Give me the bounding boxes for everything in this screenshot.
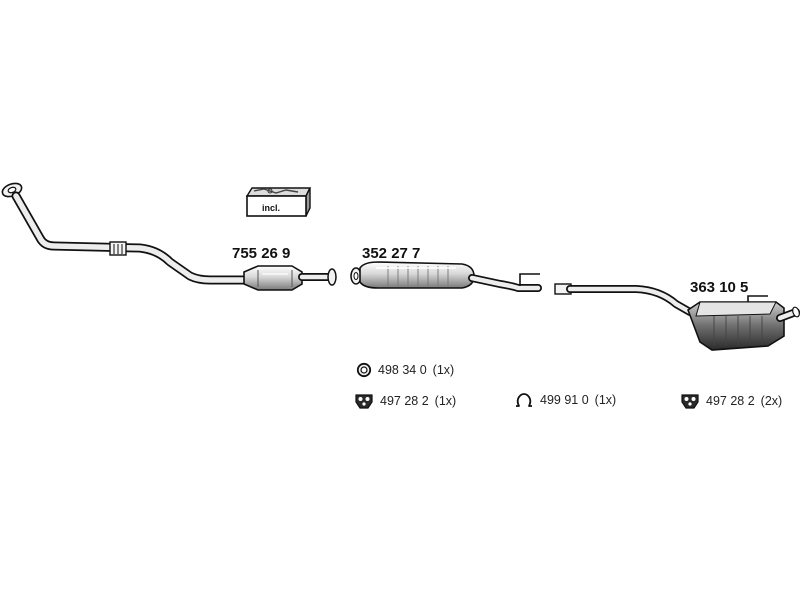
ring-gasket-icon xyxy=(356,362,372,378)
rubber-mount-icon xyxy=(355,394,373,409)
accessory-qty: (2x) xyxy=(760,394,783,408)
kit-incl-label: incl. xyxy=(261,203,280,213)
front-pipe-part[interactable] xyxy=(1,181,337,291)
accessory-number: 498 34 0 xyxy=(378,363,427,377)
accessory-number: 497 28 2 xyxy=(706,394,755,408)
rear-silencer-part-number[interactable]: 363 10 5 xyxy=(690,279,749,296)
accessory-ring-gasket[interactable]: 498 34 0 (1x) xyxy=(356,362,454,378)
center-silencer-part-number[interactable]: 352 27 7 xyxy=(362,245,421,262)
mounting-kit-box xyxy=(245,187,312,217)
center-silencer-part[interactable] xyxy=(350,261,542,292)
rear-silencer-part[interactable] xyxy=(554,283,800,351)
accessory-number: 499 91 0 xyxy=(540,393,589,407)
accessory-number: 497 28 2 xyxy=(380,394,429,408)
front-pipe-part-number[interactable]: 755 26 9 xyxy=(232,245,291,262)
omega-hanger-icon xyxy=(516,393,532,407)
accessory-qty: (1x) xyxy=(434,394,457,408)
accessory-qty: (1x) xyxy=(432,363,455,377)
accessory-omega-hanger[interactable]: 499 91 0 (1x) xyxy=(514,392,616,408)
accessory-qty: (1x) xyxy=(594,393,617,407)
accessory-rubber-mount[interactable]: 497 28 2 (2x) xyxy=(680,392,782,410)
rubber-mount-icon xyxy=(681,394,699,409)
accessory-rubber-mount[interactable]: 497 28 2 (1x) xyxy=(354,392,456,410)
